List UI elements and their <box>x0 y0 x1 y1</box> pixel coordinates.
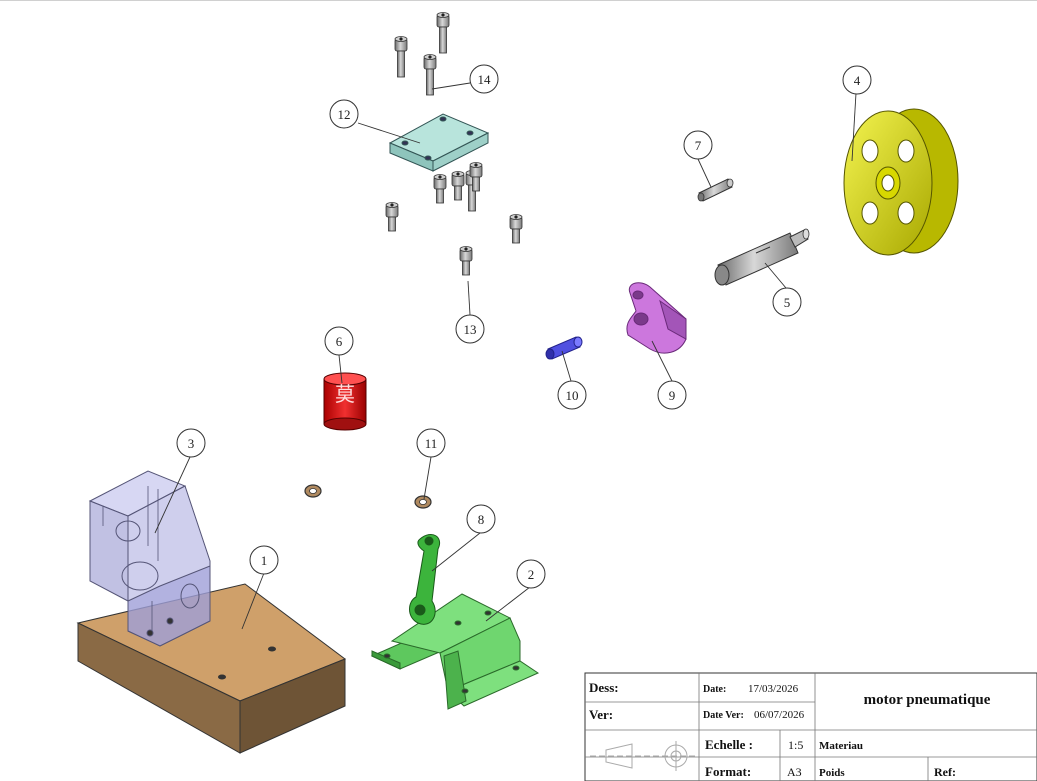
part-crank-arm <box>626 282 687 354</box>
svg-text:6: 6 <box>336 334 343 349</box>
balloon-base: 1 <box>249 545 279 575</box>
ver-label: Ver: <box>589 707 613 722</box>
part-crankshaft <box>714 228 810 286</box>
svg-text:12: 12 <box>338 107 351 122</box>
part-flywheel <box>843 108 959 256</box>
svg-text:8: 8 <box>478 512 485 527</box>
part-piston: 莫 <box>323 372 367 431</box>
part-bracket <box>370 593 540 710</box>
part-crank-pin <box>697 178 734 202</box>
svg-text:7: 7 <box>695 138 702 153</box>
svg-text:1: 1 <box>261 553 268 568</box>
svg-text:11: 11 <box>425 436 438 451</box>
part-cover-plate <box>388 113 490 172</box>
materiau-label: Materiau <box>819 740 863 752</box>
ref-label: Ref: <box>934 765 956 779</box>
balloon-bracket: 2 <box>516 559 546 589</box>
balloon-cylinder-housing: 3 <box>176 428 206 458</box>
date-ver-value: 06/07/2026 <box>754 709 805 721</box>
date-ver-label: Date Ver: <box>703 710 744 721</box>
balloon-connecting-rod: 8 <box>466 504 496 534</box>
poids-label: Poids <box>819 767 845 779</box>
part-pin <box>545 336 583 360</box>
balloon-pin: 10 <box>557 380 587 410</box>
title-block: Dess: Ver: Date: 17/03/2026 Date Ver: 06… <box>584 672 1037 781</box>
svg-text:14: 14 <box>478 72 492 87</box>
date-value: 17/03/2026 <box>748 683 799 695</box>
balloon-screw-short: 13 <box>455 314 485 344</box>
part-washer <box>304 484 432 509</box>
format-label: Format: <box>705 764 751 779</box>
svg-text:5: 5 <box>784 295 791 310</box>
balloon-cover-plate: 12 <box>329 99 359 129</box>
echelle-value: 1:5 <box>788 738 803 752</box>
svg-text:莫: 莫 <box>335 382 355 406</box>
balloons: 1 2 3 4 5 6 7 8 9 10 11 12 13 14 <box>176 64 872 589</box>
balloon-crank-arm: 9 <box>657 380 687 410</box>
part-connecting-rod <box>409 534 440 625</box>
balloon-washer: 11 <box>416 428 446 458</box>
date-label: Date: <box>703 684 726 695</box>
svg-text:10: 10 <box>566 388 579 403</box>
part-base <box>76 583 347 754</box>
echelle-label: Echelle : <box>705 737 753 752</box>
format-value: A3 <box>787 765 802 779</box>
svg-text:9: 9 <box>669 388 676 403</box>
balloon-piston: 6 <box>324 326 354 356</box>
svg-text:3: 3 <box>188 436 195 451</box>
balloon-flywheel: 4 <box>842 65 872 95</box>
svg-text:2: 2 <box>528 567 535 582</box>
leader-lines <box>154 82 857 630</box>
drawing-title: motor pneumatique <box>864 692 991 708</box>
svg-text:4: 4 <box>854 73 861 88</box>
part-screw-short <box>385 162 523 276</box>
balloon-crankshaft: 5 <box>772 287 802 317</box>
dess-label: Dess: <box>589 680 619 695</box>
balloon-screw-long: 14 <box>469 64 499 94</box>
part-cylinder-housing <box>88 470 211 647</box>
projection-symbol <box>590 741 696 771</box>
svg-text:13: 13 <box>464 322 477 337</box>
balloon-crank-pin: 7 <box>683 130 713 160</box>
